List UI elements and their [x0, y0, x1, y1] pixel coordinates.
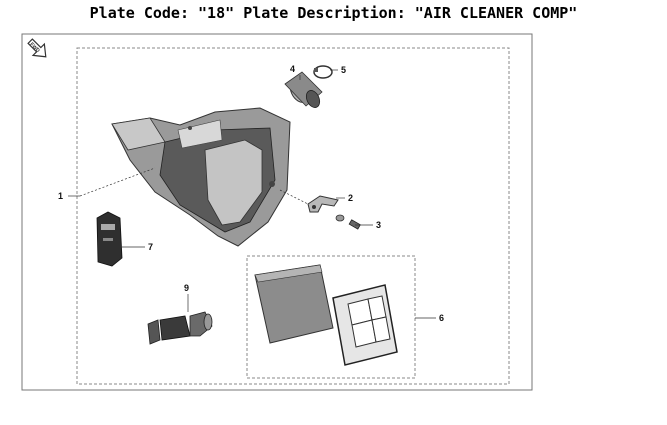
filter-frame-grid [332, 284, 398, 366]
assembly-border [76, 47, 510, 385]
plate-description-label: Plate Description: [243, 4, 406, 22]
callout-7: 7 [148, 242, 153, 252]
callout-9: 9 [184, 283, 189, 293]
plate-header: Plate Code: "18" Plate Description: "AIR… [0, 4, 667, 22]
breather-fitting [147, 311, 213, 345]
fwd-badge-text: FWD [28, 42, 41, 55]
callout-6: 6 [439, 313, 444, 323]
plate-code: "18" [198, 4, 235, 22]
callout-3: 3 [376, 220, 381, 230]
inlet-duct [284, 71, 323, 108]
leader-lines [68, 69, 436, 319]
outer-frame [21, 33, 533, 391]
callout-5: 5 [341, 65, 346, 75]
plate-description: "AIR CLEANER COMP" [414, 4, 578, 22]
bolt-and-washer [335, 214, 361, 230]
callout-2: 2 [348, 193, 353, 203]
mounting-bracket [307, 195, 339, 213]
sensor-unit [96, 211, 123, 267]
filter-element [254, 264, 334, 344]
plate-code-label: Plate Code: [89, 4, 189, 22]
callout-1: 1 [58, 191, 63, 201]
clamp-band [313, 65, 333, 79]
air-cleaner-housing [111, 107, 291, 247]
fwd-arrow-icon: FWD [27, 38, 47, 58]
callout-4: 4 [290, 64, 295, 74]
